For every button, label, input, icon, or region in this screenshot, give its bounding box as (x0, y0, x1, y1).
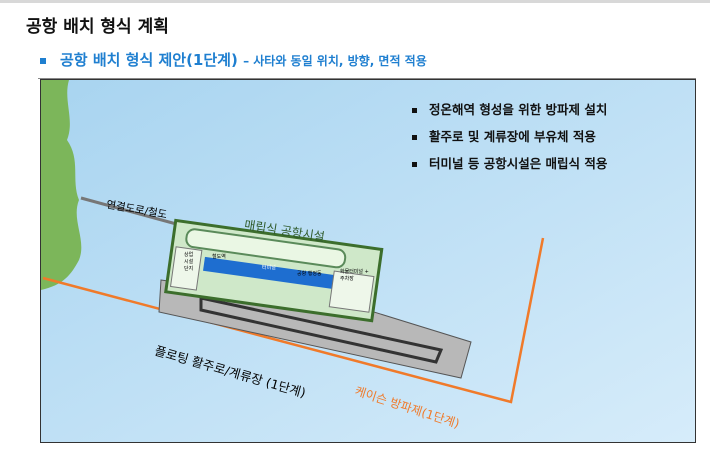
subtitle-note: – 사타와 동일 위치, 방향, 면적 적용 (243, 54, 427, 68)
subtitle-main: 공항 배치 형식 제안(1단계) (60, 51, 238, 69)
label-terminal: 터미널 (262, 265, 276, 271)
reclaimed-facilities (164, 218, 384, 323)
top-bar (0, 0, 710, 3)
divider (38, 78, 696, 79)
bullet-item: 터미널 등 공항시설은 매립식 적용 (412, 153, 607, 172)
bullet-item: 활주로 및 계류장에 부유체 적용 (412, 126, 596, 145)
bullet-icon (40, 57, 46, 64)
page-title: 공항 배치 형식 계획 (26, 17, 169, 37)
label-commercial: 상업 시설 단지 (184, 252, 194, 272)
airport-layout-map (40, 79, 696, 443)
label-station: 철도역 (212, 254, 226, 260)
label-cargo: 화물터미널 + 주차장 (340, 269, 369, 282)
connecting-road-line (80, 196, 192, 230)
coastline-land (41, 80, 82, 290)
label-admin: 공항 행정동 (297, 271, 322, 277)
section-subtitle: 공항 배치 형식 제안(1단계) – 사타와 동일 위치, 방향, 면적 적용 (40, 49, 427, 70)
bullet-item: 정온해역 형성을 위한 방파제 설치 (412, 99, 607, 118)
